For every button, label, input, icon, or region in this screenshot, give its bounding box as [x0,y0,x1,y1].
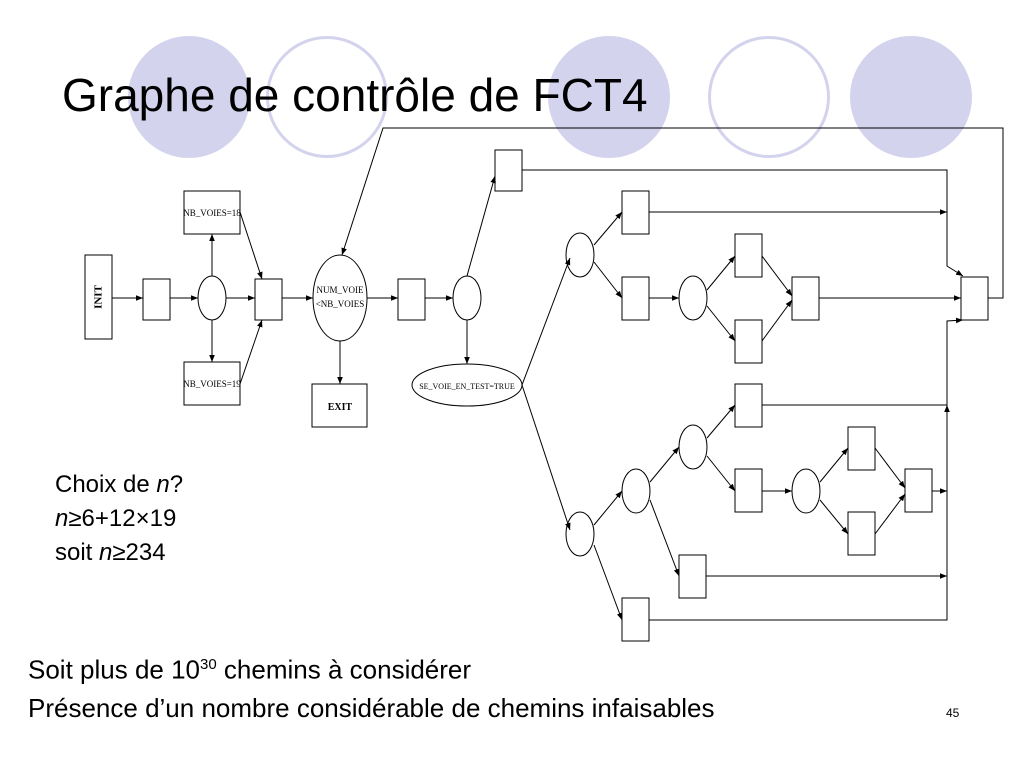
conclusion-text: Soit plus de 1030 chemins à considérer P… [28,646,715,727]
node-decision-2 [452,275,482,321]
node-box-u2 [621,276,650,321]
choice-text: Choix de n? n≥6+12×19 soit n≥234 [55,468,183,570]
node-box-a [142,278,171,321]
node-box-c [397,278,426,321]
infeasible-line: Présence d’un nombre considérable de che… [28,692,715,723]
node-box-u3 [734,233,763,278]
decor-circle-5 [850,36,972,158]
page-number: 45 [946,706,960,720]
choice-line-3: soit n≥234 [55,539,166,566]
choice-line-2: n≥6+12×19 [55,505,177,532]
node-box-l2 [734,468,763,513]
decor-circle-2 [266,36,388,158]
label-num-voie-1: NUM_VOIE [317,285,364,295]
node-box-l7 [621,597,650,642]
node-decision-3 [565,232,595,278]
label-exit: EXIT [328,402,353,413]
node-exit [311,383,368,428]
node-decision-4 [678,275,708,321]
slide-title: Graphe de contrôle de FCT4 [62,69,648,121]
paths-count-line: Soit plus de 1030 chemins à considérer [28,654,472,685]
node-decision-6 [621,468,651,514]
node-decision-7 [678,424,708,470]
node-box-b [254,278,283,321]
label-nb-voies-19: NB_VOIES=19 [183,379,241,389]
node-box-u5 [791,276,820,321]
node-box-l1 [734,383,763,428]
label-init: INIT [93,284,105,309]
decor-circle-1 [128,36,250,158]
node-box-l5 [904,468,933,513]
node-box-u1 [621,190,650,235]
label-nb-voies-18: NB_VOIES=18 [183,208,241,218]
node-box-final [960,276,989,321]
node-box-l6 [678,554,707,599]
node-box-u4 [734,319,763,364]
node-decision-5 [565,511,595,557]
decor-circle-3 [548,36,670,158]
node-init [84,254,113,340]
node-num-voie [312,254,368,342]
node-box-top [494,149,523,192]
node-decision-8 [791,468,821,514]
label-num-voie-2: <NB_VOIES [316,299,365,309]
node-box-l3 [847,426,876,471]
label-se-voie: SE_VOIE_EN_TEST=TRUE [419,382,515,391]
node-nb-voies-19 [183,361,241,406]
node-decision-1 [197,275,227,321]
node-box-l4 [847,511,876,556]
choice-line-1: Choix de n? [55,471,184,498]
decor-circle-4 [708,36,830,158]
